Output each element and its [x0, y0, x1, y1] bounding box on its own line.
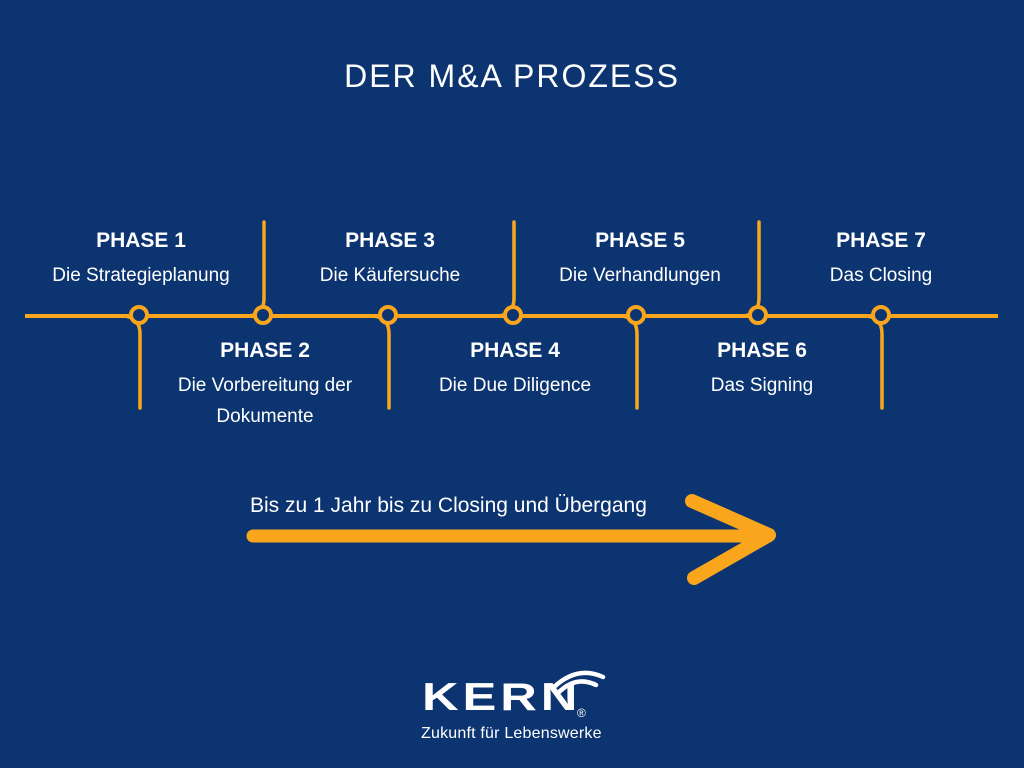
timeline-node-6 [748, 305, 768, 325]
phase-3-subtitle: Die Käufersuche [319, 265, 461, 286]
phase-3-name: PHASE 3 [345, 229, 435, 252]
phase-2-subtitle: Die Vorbereitung der [177, 375, 353, 396]
timeline-node-3 [378, 305, 398, 325]
phase-7-name: PHASE 7 [836, 229, 926, 252]
timeline-node-4 [503, 305, 523, 325]
phase-2-label: PHASE 2 Die Vorbereitung der Dokumente [135, 338, 395, 432]
phase-7-subtitle: Das Closing [829, 265, 933, 286]
phase-2-name: PHASE 2 [220, 339, 310, 362]
phase-6-subtitle: Das Signing [710, 375, 814, 396]
phase-4-label: PHASE 4 Die Due Diligence [385, 338, 645, 401]
phase-3-label: PHASE 3 Die Käufersuche [260, 228, 520, 291]
phase-4-name: PHASE 4 [470, 339, 560, 362]
timeline-node-5 [626, 305, 646, 325]
phase-1-subtitle: Die Strategieplanung [52, 265, 230, 286]
phase-4-subtitle: Die Due Diligence [438, 375, 592, 396]
phase-1-name: PHASE 1 [96, 229, 186, 252]
timeline-node-2 [253, 305, 273, 325]
phase-1-label: PHASE 1 Die Strategieplanung [11, 228, 271, 291]
phase-5-name: PHASE 5 [595, 229, 685, 252]
timeline-node-1 [129, 305, 149, 325]
phase-2-subtitle-line2: Dokumente [216, 406, 314, 427]
phase-6-label: PHASE 6 Das Signing [632, 338, 892, 401]
timeline-node-7 [871, 305, 891, 325]
arrow-head-icon [685, 494, 776, 585]
phase-6-name: PHASE 6 [717, 339, 807, 362]
phase-5-label: PHASE 5 Die Verhandlungen [510, 228, 770, 291]
arrow-duration-label: Bis zu 1 Jahr bis zu Closing und Übergan… [250, 494, 647, 517]
page-title: DER M&A PROZESS [344, 58, 680, 94]
phase-5-subtitle: Die Verhandlungen [559, 265, 721, 286]
phase-7-label: PHASE 7 Das Closing [751, 228, 1011, 291]
